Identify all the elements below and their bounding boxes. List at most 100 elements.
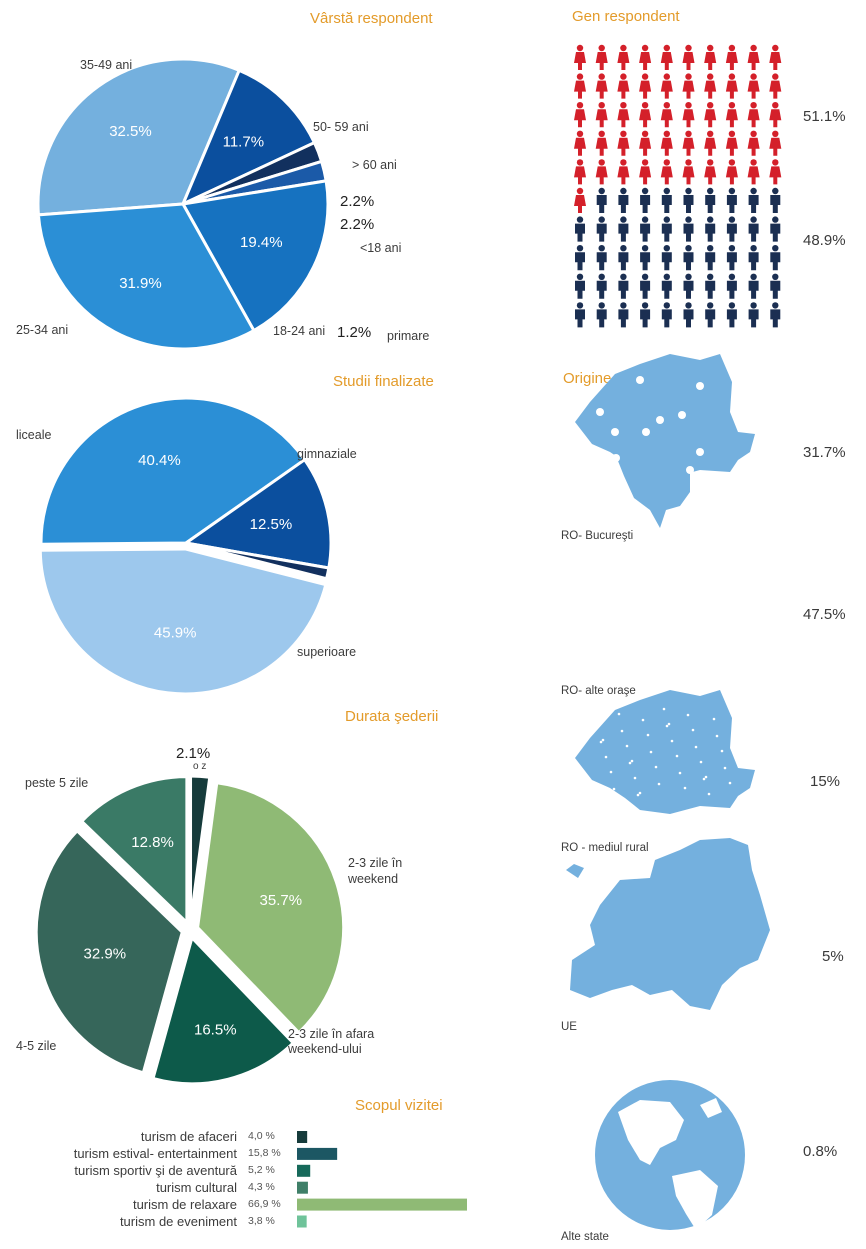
age-pie-pct-5: 31.9% — [119, 275, 162, 292]
purpose-value-2: 5,2 % — [248, 1163, 275, 1176]
village-dot-28 — [649, 750, 653, 754]
stay-pie-slice-4 — [79, 775, 189, 927]
female-person-icon — [660, 44, 673, 70]
iceland-map-icon — [566, 864, 584, 878]
village-dot-3 — [704, 775, 708, 779]
village-dot-0 — [593, 706, 597, 710]
age-label-25-34: 25-34 ani — [16, 323, 69, 337]
female-person-icon — [595, 130, 608, 156]
age-label-50-59: 50- 59 ani — [313, 120, 369, 134]
studies-label-liceale: liceale — [16, 428, 52, 442]
village-dot-4 — [601, 738, 605, 742]
village-dot-18 — [699, 760, 703, 764]
village-dot-35 — [628, 761, 632, 765]
gender-chart-title: Gen respondent — [572, 8, 680, 25]
male-person-icon — [661, 216, 672, 242]
female-person-icon — [617, 159, 630, 185]
village-dot-7 — [712, 717, 716, 721]
male-person-icon — [748, 187, 759, 213]
stay-pie-slice-0 — [189, 774, 212, 923]
city-dot-5 — [611, 428, 619, 436]
city-dot-6 — [642, 428, 650, 436]
age-label-18-24: 18-24 ani — [273, 324, 326, 338]
village-dot-26 — [715, 734, 719, 738]
europe-map-icon — [570, 838, 770, 1010]
purpose-bar-1 — [297, 1147, 338, 1160]
female-person-icon — [747, 102, 760, 128]
purpose-label-0: turism de afaceri — [140, 1129, 237, 1144]
city-dot-3 — [656, 416, 664, 424]
purpose-value-0: 4,0 % — [248, 1130, 275, 1142]
purpose-label-3: turism cultural — [156, 1179, 237, 1195]
city-dot-8 — [696, 448, 704, 456]
village-dot-21 — [670, 739, 674, 743]
origin-pct-bucuresti: 31.7% — [803, 444, 846, 461]
uk-map-icon — [600, 902, 622, 926]
stay-label-4-5: 4-5 zile — [16, 1039, 57, 1053]
stay-pct-oz: 2.1% — [176, 745, 211, 762]
purpose-bar-4 — [297, 1198, 467, 1211]
male-person-icon — [618, 245, 629, 271]
female-person-icon — [595, 102, 608, 128]
female-person-icon — [639, 73, 652, 99]
village-dot-1 — [630, 759, 634, 763]
age-pie-pct-0: 32.5% — [109, 123, 152, 140]
village-dot-14 — [691, 728, 695, 732]
age-pie-slice-1 — [180, 68, 317, 208]
female-person-icon — [769, 44, 782, 70]
male-person-icon — [770, 187, 781, 213]
male-person-icon — [575, 302, 585, 328]
village-dot-19 — [596, 723, 600, 727]
female-person-icon — [574, 159, 586, 185]
stay-chart-title: Durata şederii — [345, 708, 439, 725]
male-person-icon — [596, 216, 607, 242]
purpose-label-2: turism sportiv şi de aventură — [74, 1162, 237, 1178]
stay-pie-slice-2 — [151, 934, 296, 1086]
male-person-icon — [575, 273, 585, 299]
male-person-icon — [618, 187, 629, 213]
female-person-icon — [769, 159, 782, 185]
male-person-icon — [640, 216, 651, 242]
female-person-icon — [725, 159, 738, 185]
age-pie-slice-4 — [180, 179, 330, 333]
female-person-icon — [682, 102, 695, 128]
village-dot-30 — [723, 766, 727, 770]
male-person-icon — [748, 273, 759, 299]
male-person-icon — [596, 302, 607, 328]
village-dot-37 — [702, 777, 706, 781]
village-dot-33 — [694, 745, 698, 749]
romania-cities-map-icon — [575, 354, 755, 478]
studies-label-gimnaziale: gimnaziale — [297, 447, 357, 461]
male-person-icon — [705, 216, 716, 242]
female-person-icon — [704, 102, 717, 128]
gender-female-pct: 51.1% — [803, 108, 846, 125]
age-label-under-18: <18 ani — [360, 241, 402, 255]
age-pie-slice-0 — [36, 57, 242, 217]
village-dot-15 — [728, 781, 732, 785]
village-dot-24 — [641, 718, 645, 722]
stay-label-oz: o z — [193, 761, 207, 772]
village-dot-2 — [667, 722, 671, 726]
male-person-icon — [683, 187, 694, 213]
studies-pie-slice-2 — [185, 541, 331, 581]
female-person-icon — [639, 102, 652, 128]
age-pie-pct-4: 19.4% — [240, 234, 283, 251]
male-person-icon — [640, 302, 651, 328]
city-dot-9 — [686, 466, 694, 474]
male-person-icon — [575, 216, 585, 242]
male-person-icon — [640, 273, 651, 299]
male-person-icon — [640, 245, 651, 271]
village-dot-13 — [654, 765, 658, 769]
male-person-icon — [705, 245, 716, 271]
age-label-60-plus: > 60 ani — [352, 158, 397, 172]
village-dot-36 — [665, 724, 669, 728]
origin-pct-alte-state: 0.8% — [803, 1143, 838, 1160]
studies-label-primare: primare — [387, 329, 430, 343]
village-dot-10 — [683, 786, 687, 790]
female-person-icon — [682, 44, 695, 70]
female-person-icon — [725, 73, 738, 99]
studies-pie-slice-0 — [39, 396, 307, 546]
studies-label-superioare: superioare — [297, 645, 357, 659]
male-person-icon — [661, 245, 672, 271]
male-person-icon — [683, 273, 694, 299]
